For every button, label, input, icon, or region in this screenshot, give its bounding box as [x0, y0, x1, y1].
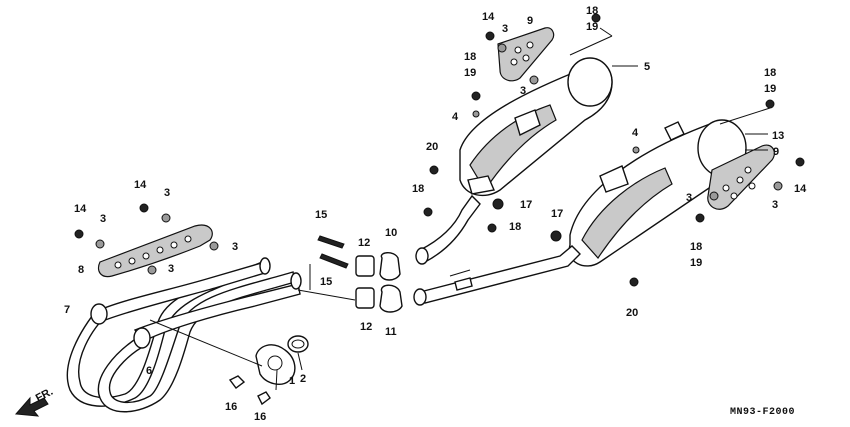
callout-3-f: 3 [520, 85, 526, 97]
callout-4-a: 4 [452, 111, 459, 123]
callout-18-f: 18 [690, 241, 702, 253]
callout-11: 11 [385, 326, 397, 338]
callout-6: 6 [146, 365, 152, 377]
callout-12-a: 12 [358, 237, 370, 249]
pipe-collar-upper [90, 303, 108, 325]
callout-20-a: 20 [426, 141, 438, 153]
exhaust-pipe-headers [66, 257, 302, 413]
callout-5: 5 [644, 61, 650, 73]
callout-3-g: 3 [686, 192, 692, 204]
pipe-collar-lower [133, 327, 151, 349]
callout-3-a: 3 [164, 187, 170, 199]
callout-18-b: 18 [464, 51, 476, 63]
diagram-caption: MN93-F2000 [730, 407, 795, 418]
gasket-12-lower [355, 287, 375, 309]
callout-9-a: 9 [527, 15, 533, 27]
callout-14-b: 14 [134, 179, 147, 191]
leader-lines [149, 27, 771, 391]
flange-and-gasket [255, 335, 309, 385]
callout-19-d: 19 [690, 257, 702, 269]
callout-1: 1 [289, 375, 295, 387]
callout-4-b: 4 [632, 127, 639, 139]
callout-16-b: 16 [254, 411, 266, 423]
callout-16-a: 16 [225, 401, 237, 413]
callout-3-b: 3 [100, 213, 106, 225]
muffler-lower [413, 119, 775, 306]
callout-19-b: 19 [464, 67, 476, 79]
callout-17-a: 17 [520, 199, 532, 211]
joint-parts [355, 252, 403, 313]
callout-2: 2 [300, 373, 306, 385]
callout-labels: 1 2 3 3 3 3 3 3 3 3 4 4 5 6 7 8 9 9 10 1… [64, 5, 807, 423]
callout-12-b: 12 [360, 321, 372, 333]
gasket-12-upper [355, 255, 375, 277]
clamp-10 [379, 252, 401, 281]
callout-14-a: 14 [74, 203, 87, 215]
muffler-upper [415, 27, 613, 265]
callout-18-c: 18 [412, 183, 424, 195]
callout-13: 13 [772, 130, 784, 142]
callout-3-e: 3 [502, 23, 508, 35]
callout-10: 10 [385, 227, 397, 239]
callout-7: 7 [64, 304, 70, 316]
callout-15-b: 15 [320, 276, 332, 288]
callout-19-a: 19 [586, 21, 598, 33]
callout-18-d: 18 [509, 221, 521, 233]
callout-19-c: 19 [764, 83, 776, 95]
pipe-end-lower [290, 272, 302, 290]
callout-17-b: 17 [551, 208, 563, 220]
callout-15-a: 15 [315, 209, 327, 221]
callout-3-c: 3 [232, 241, 238, 253]
callout-18-e: 18 [764, 67, 776, 79]
callout-8: 8 [78, 264, 84, 276]
callout-9-b: 9 [773, 146, 779, 158]
callout-14-d: 14 [794, 183, 807, 195]
callout-20-b: 20 [626, 307, 638, 319]
callout-14-c: 14 [482, 11, 495, 23]
callout-3-h: 3 [772, 199, 778, 211]
heat-shield-front [97, 224, 213, 278]
clamp-11 [379, 284, 403, 313]
callout-3-d: 3 [168, 263, 174, 275]
pipe-end-upper [259, 257, 271, 275]
fasteners [74, 13, 805, 406]
front-direction-arrow [14, 396, 49, 417]
callout-18-a: 18 [586, 5, 598, 17]
direction-label: FR. [34, 386, 55, 405]
